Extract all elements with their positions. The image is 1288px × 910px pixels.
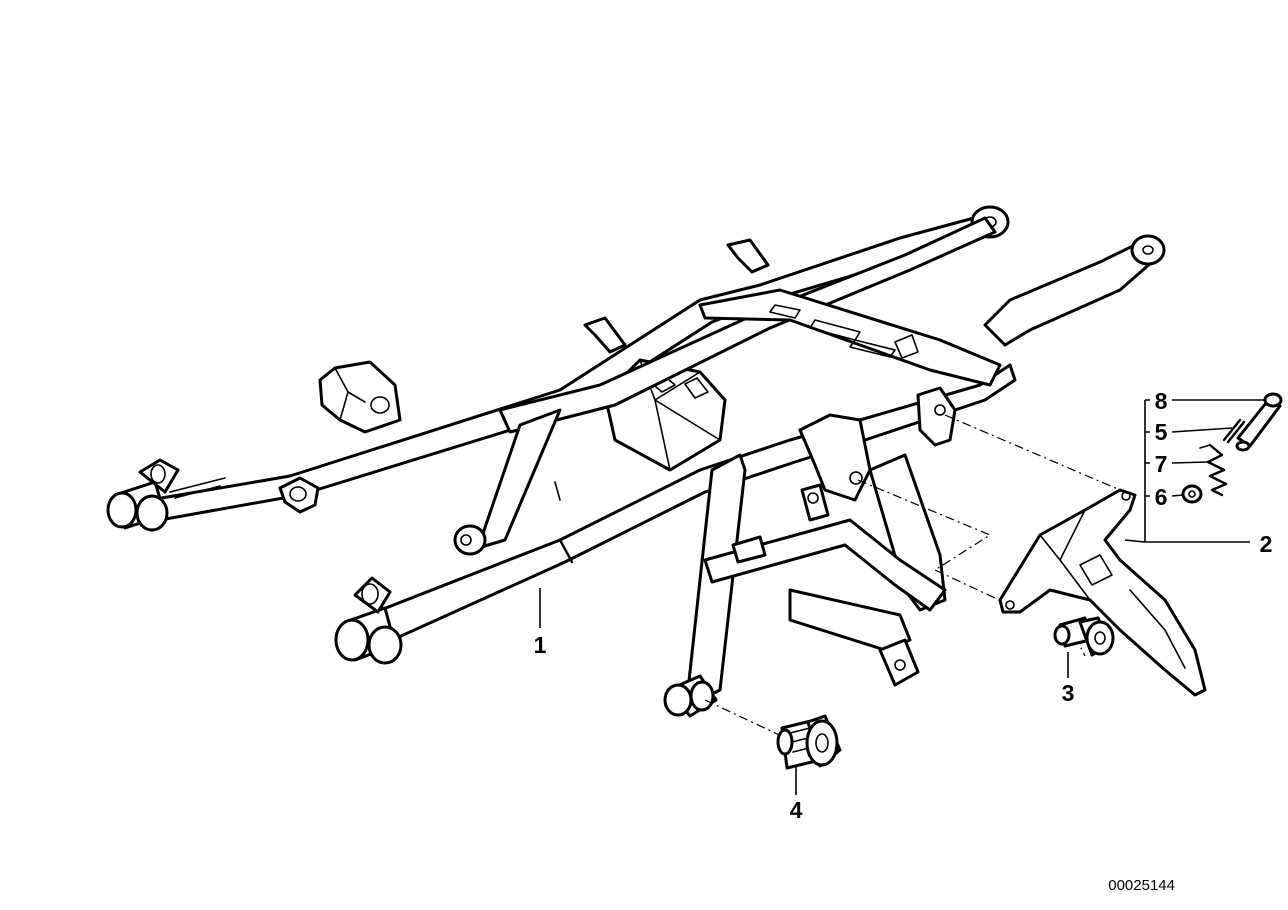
screw-3: [1053, 616, 1115, 657]
leader-lines: [539, 399, 1265, 795]
rear-frame: [106, 205, 1166, 665]
callout-2: 2: [1260, 531, 1273, 557]
screw-4: [776, 714, 842, 770]
callout-8: 8: [1155, 388, 1168, 414]
drawing-number: 00025144: [1108, 877, 1175, 894]
callout-7: 7: [1155, 451, 1168, 477]
small-parts: [1181, 392, 1283, 504]
callout-4: 4: [790, 797, 803, 823]
callout-5: 5: [1155, 419, 1168, 445]
footrest-bracket: [998, 488, 1207, 697]
callout-labels: 1 2 3 4 5 6 7 8: [534, 388, 1273, 823]
centre-stand: [663, 453, 947, 718]
callout-3: 3: [1062, 680, 1075, 706]
callout-1: 1: [534, 632, 547, 658]
callout-6: 6: [1155, 484, 1168, 510]
